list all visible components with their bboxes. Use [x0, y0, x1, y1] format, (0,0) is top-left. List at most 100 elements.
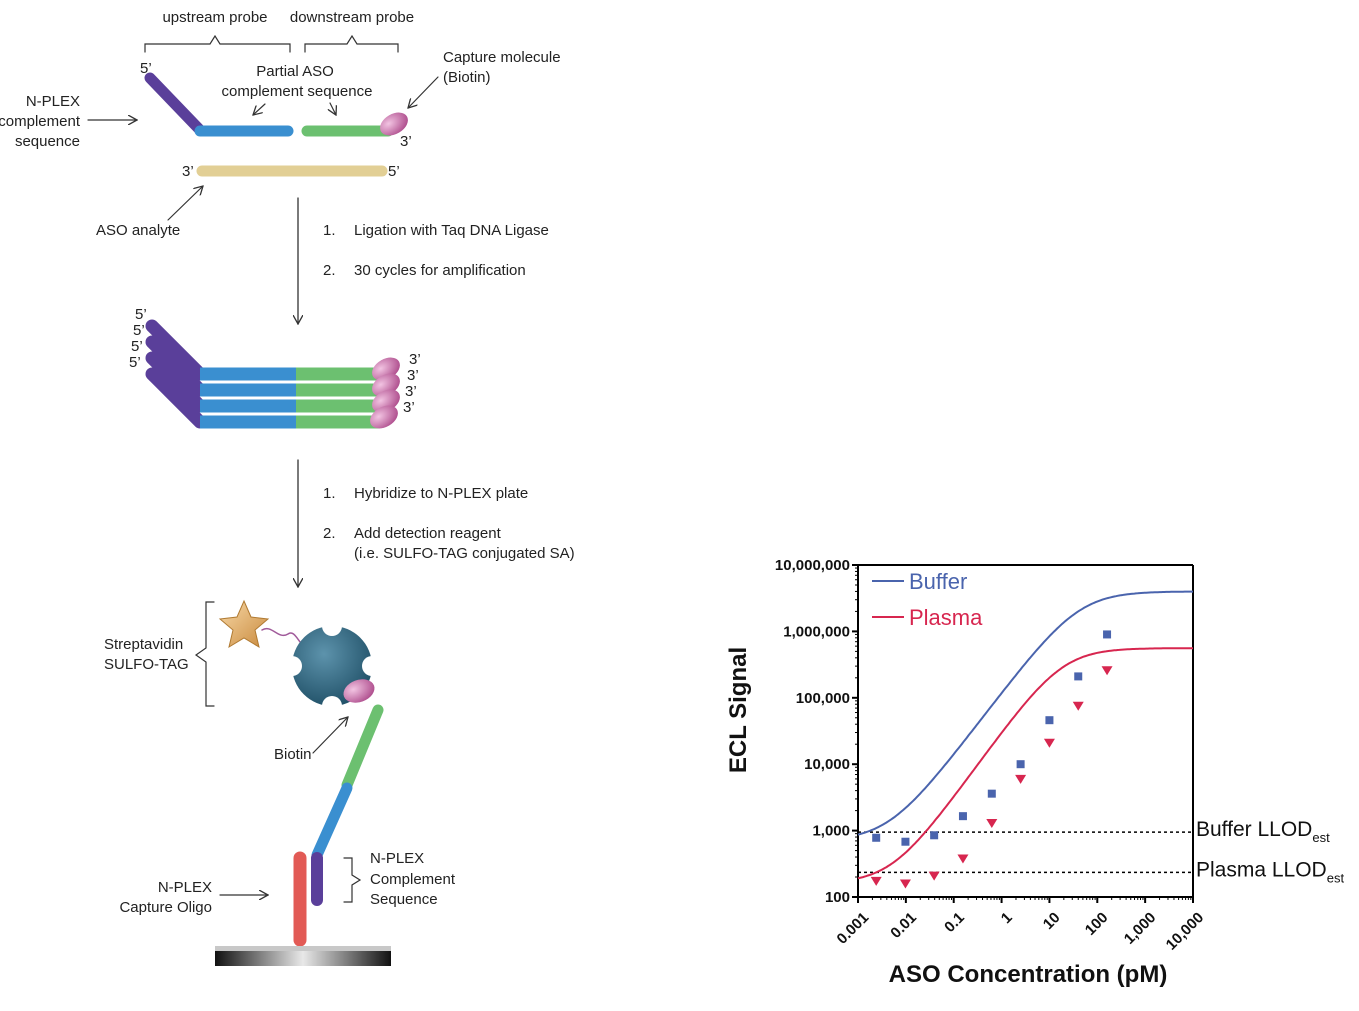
- data-point: [1016, 760, 1025, 769]
- step-a-text-1: Ligation with Taq DNA Ligase: [354, 222, 549, 239]
- data-point: [901, 837, 910, 846]
- step-b-text-2b: (i.e. SULFO-TAG conjugated SA): [354, 545, 575, 562]
- y-axis-title: ECL Signal: [725, 647, 752, 773]
- aso-analyte-label: ASO analyte: [96, 222, 180, 239]
- upstream-probe-purple: [144, 72, 206, 136]
- upstream-brace: [144, 34, 291, 53]
- biotin-ellipse: [380, 112, 408, 136]
- three-prime-label: 3’: [407, 367, 419, 384]
- nplex-capture-label-2: Capture Oligo: [119, 899, 212, 916]
- x-tick-label: 1: [998, 909, 1016, 927]
- capture-molecule-label-2: (Biotin): [443, 69, 491, 86]
- y-tick-label: 100,000: [796, 690, 850, 707]
- nplex-complement-label-1: N-PLEX: [370, 850, 424, 867]
- five-prime-label: 5’: [140, 60, 152, 77]
- three-prime-label: 3’: [405, 383, 417, 400]
- streptavidin-label-1: Streptavidin: [104, 636, 183, 653]
- three-prime-label: 3’: [400, 133, 412, 150]
- five-prime-label: 5’: [388, 163, 400, 180]
- sulfo-tag-star-icon: [218, 599, 270, 649]
- x-tick-label: 10: [1040, 909, 1064, 933]
- five-prime-label: 5’: [129, 354, 141, 371]
- data-points: [870, 630, 1113, 889]
- streptavidin-icon: [282, 616, 382, 716]
- data-point: [987, 789, 996, 798]
- data-point: [1074, 672, 1083, 681]
- data-point: [1045, 716, 1054, 725]
- y-ticks: 100 1,000 10,000 100,000 1,000,000 10,000,000: [775, 557, 858, 906]
- nplex-comp-label-3: sequence: [15, 133, 80, 150]
- five-prime-label: 5’: [133, 322, 145, 339]
- x-tick-label: 1,000: [1121, 909, 1160, 948]
- five-prime-label: 5’: [131, 338, 143, 355]
- step-a-text-2: 30 cycles for amplification: [354, 262, 526, 279]
- complement-brace: [343, 857, 362, 903]
- y-tick-label: 1,000: [812, 823, 850, 840]
- data-point: [957, 854, 969, 864]
- x-axis-title: ASO Concentration (pM): [889, 961, 1168, 988]
- x-tick-label: 0.001: [834, 909, 873, 948]
- nplex-complement-label-3: Sequence: [370, 891, 438, 908]
- data-point: [872, 833, 881, 842]
- downstream-probe-label: downstream probe: [290, 9, 414, 26]
- nplex-comp-label-2: complement: [0, 113, 81, 130]
- data-point: [1101, 666, 1113, 676]
- biotin-label: Biotin: [274, 746, 312, 763]
- three-prime-label: 3’: [403, 399, 415, 416]
- data-point: [1043, 738, 1055, 748]
- data-point: [1015, 774, 1027, 784]
- three-prime-label: 3’: [409, 351, 421, 368]
- plate: [215, 951, 391, 966]
- partial-aso-label-2: complement sequence: [222, 83, 373, 100]
- y-tick-label: 10,000,000: [775, 557, 850, 574]
- probe-green: [341, 704, 384, 791]
- data-point: [986, 819, 998, 829]
- step-b-text-1: Hybridize to N-PLEX plate: [354, 485, 528, 502]
- step-a-num-2: 2.: [323, 262, 336, 279]
- partial-aso-label-1: Partial ASO: [256, 63, 334, 80]
- biotin-ellipse: [343, 679, 375, 703]
- data-point: [870, 876, 882, 886]
- data-point: [958, 812, 967, 821]
- capture-molecule-label-1: Capture molecule: [443, 49, 561, 66]
- amplified-products: [145, 319, 400, 429]
- y-tick-label: 100: [825, 889, 850, 906]
- step-a-num-1: 1.: [323, 222, 336, 239]
- step-b-num-2: 2.: [323, 525, 336, 542]
- data-point: [930, 831, 939, 840]
- upstream-probe-label: upstream probe: [162, 9, 267, 26]
- legend-label: Plasma: [909, 605, 983, 630]
- nplex-capture-label-1: N-PLEX: [158, 879, 212, 896]
- assay-diagram: upstream probe downstream probe 5’ 3’ Pa…: [0, 9, 575, 966]
- llod-label: Buffer LLODest: [1196, 818, 1330, 845]
- plate-surface: [215, 946, 391, 951]
- x-tick-label: 100: [1082, 909, 1112, 939]
- x-tick-label: 0.01: [887, 909, 920, 942]
- downstream-brace: [304, 34, 399, 53]
- fit-curve: [857, 590, 1193, 836]
- legend-label: Buffer: [909, 569, 967, 594]
- data-point: [899, 879, 911, 889]
- fit-curve: [857, 647, 1193, 880]
- data-point: [1072, 701, 1084, 711]
- probe-blue: [311, 782, 353, 861]
- nplex-complement-label-2: Complement: [370, 871, 456, 888]
- nplex-comp-label-1: N-PLEX: [26, 93, 80, 110]
- y-tick-label: 1,000,000: [783, 623, 850, 640]
- x-tick-label: 10,000: [1163, 909, 1207, 953]
- three-prime-label: 3’: [182, 163, 194, 180]
- data-point: [928, 871, 940, 881]
- step-b-num-1: 1.: [323, 485, 336, 502]
- x-tick-label: 0.1: [941, 909, 968, 936]
- y-tick-label: 10,000: [804, 756, 850, 773]
- streptavidin-label-2: SULFO-TAG: [104, 656, 189, 673]
- step-b-text-2: Add detection reagent: [354, 525, 502, 542]
- data-point: [1103, 630, 1112, 639]
- fit-curves: [857, 590, 1193, 880]
- streptavidin-brace: [194, 601, 215, 707]
- five-prime-label: 5’: [135, 306, 147, 323]
